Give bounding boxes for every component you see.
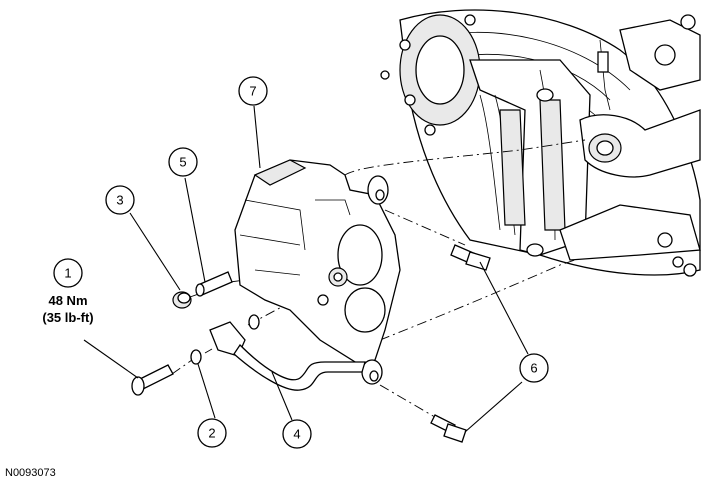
sealing-washers [190,314,260,365]
callout-2-label: 2 [208,426,215,441]
banjo-bolt [131,364,174,396]
bleeder-screw [195,271,233,297]
callout-5-label: 5 [179,155,186,170]
torque-spec-lbft: (35 lb-ft) [42,310,93,325]
callout-4: 4 [282,419,312,449]
brake-hose [209,321,366,391]
callout-6-label: 6 [530,361,537,376]
callout-7: 7 [238,76,268,106]
steering-knuckle-hub-assembly [380,9,701,277]
callout-5: 5 [168,147,198,177]
callout-3: 3 [105,185,135,215]
figure-id: N0093073 [5,467,56,479]
callout-2: 2 [197,418,227,448]
callout-3-label: 3 [116,193,123,208]
torque-spec-nm: 48 Nm [48,293,87,308]
callout-1: 1 [53,258,83,288]
callout-4-label: 4 [293,427,300,442]
caliper-bolt-upper [450,244,491,271]
brake-caliper [234,159,401,385]
leader-lines [83,105,529,433]
caliper-bolt-lower [430,414,467,443]
callout-6: 6 [519,353,549,383]
bleeder-cap [172,291,192,309]
callout-1-label: 1 [64,266,71,281]
callout-7-label: 7 [249,84,256,99]
torque-spec: 48 Nm (35 lb-ft) [42,293,93,325]
